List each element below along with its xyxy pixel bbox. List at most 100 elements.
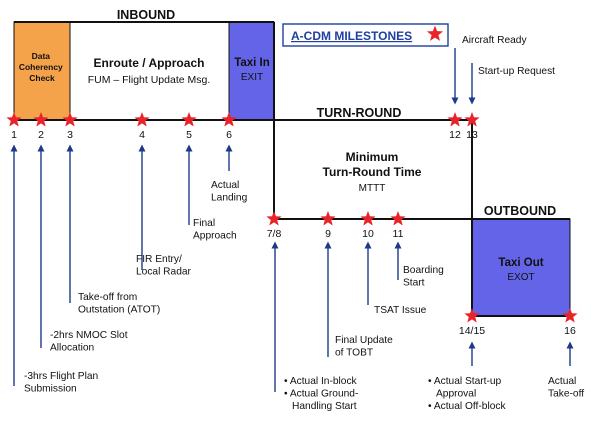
milestone-star-icon <box>33 112 49 127</box>
mttt-title-1: Minimum <box>346 150 399 164</box>
milestone-number: 5 <box>186 129 192 141</box>
turnround-header: TURN-ROUND <box>317 106 402 120</box>
milestone-label-line: Actual <box>211 180 239 191</box>
milestone-label-line: Actual <box>548 376 576 387</box>
milestone-label-line: Start-up Request <box>478 66 555 77</box>
milestone-label-line: Landing <box>211 193 248 204</box>
milestones-title-text: A-CDM MILESTONES <box>291 29 412 43</box>
milestone-12: 12 Aircraft Ready <box>447 35 527 141</box>
milestone-number: 9 <box>325 228 331 240</box>
milestone-label: Aircraft Ready <box>462 35 527 46</box>
milestone-number: 14/15 <box>459 325 485 337</box>
milestone-label-line: FIR Entry/ <box>136 254 182 265</box>
taxi-out-title: Taxi Out <box>498 257 543 269</box>
milestone-star-icon <box>134 112 150 127</box>
milestone-label-line: • Actual Ground- <box>284 389 358 400</box>
milestone-label-line: Take-off <box>548 389 584 400</box>
mttt-title-2: Turn-Round Time <box>323 165 422 179</box>
timeline-lines <box>14 21 570 317</box>
milestone-label-line: Approach <box>193 231 237 242</box>
milestone-number: 2 <box>38 129 44 141</box>
milestones-title-frame <box>282 23 449 47</box>
milestone-label-line: • Actual In-block <box>284 376 358 387</box>
milestone-star-icon <box>562 308 578 323</box>
milestone-label-line: -2hrs NMOC Slot <box>50 330 128 341</box>
taxi-in-sub: EXIT <box>241 72 263 83</box>
milestone-13: 13 Start-up Request <box>464 63 555 141</box>
milestone-star-icon <box>447 112 463 127</box>
milestone-star-icon <box>62 112 78 127</box>
data-coherency-line: Data <box>32 51 51 61</box>
data-coherency-box <box>13 21 71 121</box>
enroute-sub: FUM – Flight Update Msg. <box>88 74 211 86</box>
milestone-label-line: • Actual Off-block <box>428 401 506 412</box>
milestone-number: 13 <box>466 129 478 141</box>
milestone-star-icon <box>320 211 336 226</box>
milestone-star-icon <box>266 211 282 226</box>
milestone-number: 10 <box>362 228 374 240</box>
taxi-in-box <box>228 21 275 121</box>
taxi-out-box <box>471 218 571 317</box>
milestones-title: A-CDM MILESTONES <box>282 23 449 47</box>
milestone-label: TSAT Issue <box>374 305 427 316</box>
taxi-out-sub: EXOT <box>507 272 534 283</box>
milestone-label: • Actual In-block • Actual Ground-Handlin… <box>284 376 358 412</box>
milestone-label-line: Approval <box>436 389 476 400</box>
milestone-7-8: 7/8 • Actual In-block • Actual Ground-Hand… <box>266 211 358 412</box>
milestone-label: Final Update of TOBT <box>335 335 393 359</box>
milestone-number: 6 <box>226 129 232 141</box>
title-star-icon <box>426 25 444 41</box>
milestone-label-line: Handling Start <box>292 401 357 412</box>
milestone-label-line: Start <box>403 278 425 289</box>
milestone-star-icon <box>221 112 237 127</box>
milestone-label: Start-up Request <box>478 66 555 77</box>
milestone-star-icon <box>464 112 480 127</box>
milestone-label-line: • Actual Start-up <box>428 376 502 387</box>
milestone-label-line: Final Update <box>335 335 393 346</box>
data-coherency-label: Data Coherency Check <box>19 51 65 83</box>
milestone-label-line: Local Radar <box>136 267 192 278</box>
milestone-number: 3 <box>67 129 73 141</box>
milestone-star-icon <box>390 211 406 226</box>
milestone-number: 16 <box>564 325 576 337</box>
data-coherency-line: Check <box>29 73 55 83</box>
milestone-number: 12 <box>449 129 461 141</box>
inbound-header: INBOUND <box>117 8 175 22</box>
milestone-star-icon <box>181 112 197 127</box>
data-coherency-line: Coherency <box>19 62 63 72</box>
milestone-star-icon <box>360 211 376 226</box>
milestone-label-line: TSAT Issue <box>374 305 427 316</box>
milestone-label-line: Final <box>193 218 215 229</box>
milestone-label-line: Take-off from <box>78 292 137 303</box>
milestone-number: 4 <box>139 129 145 141</box>
milestone-number: 11 <box>393 228 404 240</box>
enroute-title: Enroute / Approach <box>94 56 205 70</box>
milestone-label-line: Boarding <box>403 265 444 276</box>
milestone-label-line: Outstation (ATOT) <box>78 305 160 316</box>
milestone-label-line: Allocation <box>50 343 94 354</box>
milestone-label-line: -3hrs Flight Plan <box>24 371 98 382</box>
milestone-number: 7/8 <box>267 228 282 240</box>
milestone-star-icon <box>6 112 22 127</box>
milestone-number: 1 <box>11 129 17 141</box>
milestone-label-line: of TOBT <box>335 348 373 359</box>
